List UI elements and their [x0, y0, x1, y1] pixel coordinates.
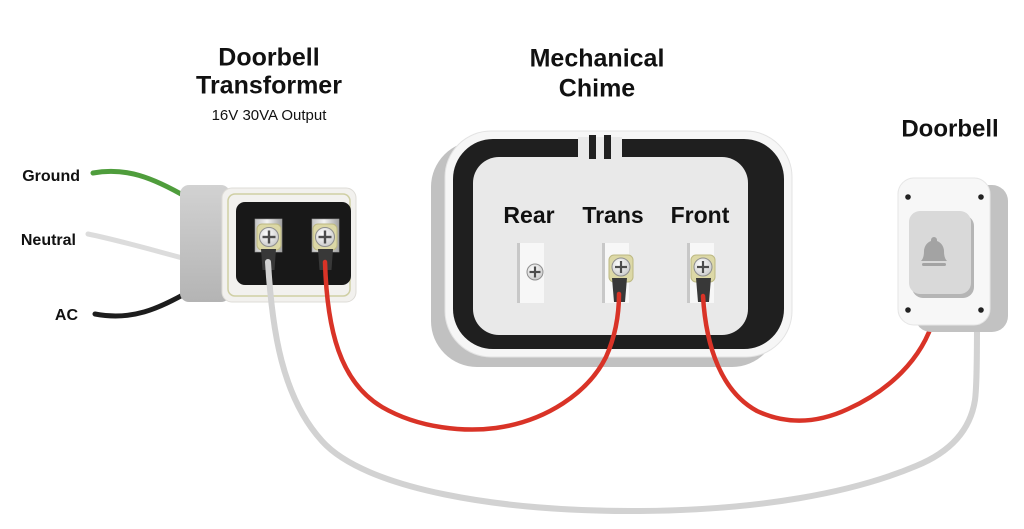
transformer-title: Doorbell Transformer 16V 30VA Output — [196, 44, 342, 124]
chime-title-line1: Mechanical — [530, 45, 665, 73]
low-voltage-wires — [265, 259, 980, 515]
doorbell-transformer — [180, 185, 357, 303]
chime-title: Mechanical Chime — [530, 45, 665, 103]
bell-icon-base — [922, 263, 946, 266]
hanger-bar — [589, 135, 596, 159]
mount-screw-icon — [905, 194, 911, 200]
ground-wire — [90, 168, 191, 201]
red-wire-transformer-to-trans — [322, 259, 622, 432]
mount-screw-icon — [905, 307, 911, 313]
transformer-title-line1: Doorbell — [218, 44, 319, 72]
red-wire-front-to-doorbell — [700, 293, 937, 423]
doorbell-button — [897, 177, 1008, 332]
terminal-strip-edge — [517, 243, 520, 303]
transformer-side-block — [180, 185, 230, 302]
terminal-label-trans: Trans — [582, 202, 643, 228]
transformer-title-line2: Transformer — [196, 72, 342, 100]
terminal-strip-edge — [687, 243, 690, 303]
chime-terminal-front — [687, 243, 716, 303]
bell-icon — [921, 237, 947, 261]
terminal-label-front: Front — [671, 202, 730, 228]
transformer-terminal-right — [311, 218, 340, 270]
chime-title-line2: Chime — [559, 75, 636, 103]
transformer-subtitle: 16V 30VA Output — [212, 107, 328, 124]
neutral-wire — [85, 231, 193, 263]
wire-sleeve — [612, 278, 627, 302]
supply-wires — [85, 168, 193, 319]
chime-terminal-rear — [517, 243, 544, 303]
doorbell-title: Doorbell — [901, 115, 998, 142]
hanger-slot — [578, 137, 622, 159]
wire-sleeve — [318, 249, 333, 270]
gray-wire-transformer-to-doorbell — [265, 259, 980, 515]
neutral-label: Neutral — [21, 232, 76, 249]
terminal-label-rear: Rear — [503, 202, 554, 228]
ground-label: Ground — [22, 168, 80, 185]
terminal-strip-edge — [602, 243, 605, 303]
wire-sleeve — [696, 278, 711, 302]
ac-label: AC — [55, 307, 79, 324]
transformer-terminal-left — [254, 218, 283, 270]
hanger-bar — [604, 135, 611, 159]
mount-screw-icon — [978, 307, 984, 313]
ac-wire — [92, 288, 193, 319]
chime-terminal-trans — [602, 243, 634, 303]
mechanical-chime: Rear Trans Front — [431, 130, 793, 367]
mount-screw-icon — [978, 194, 984, 200]
